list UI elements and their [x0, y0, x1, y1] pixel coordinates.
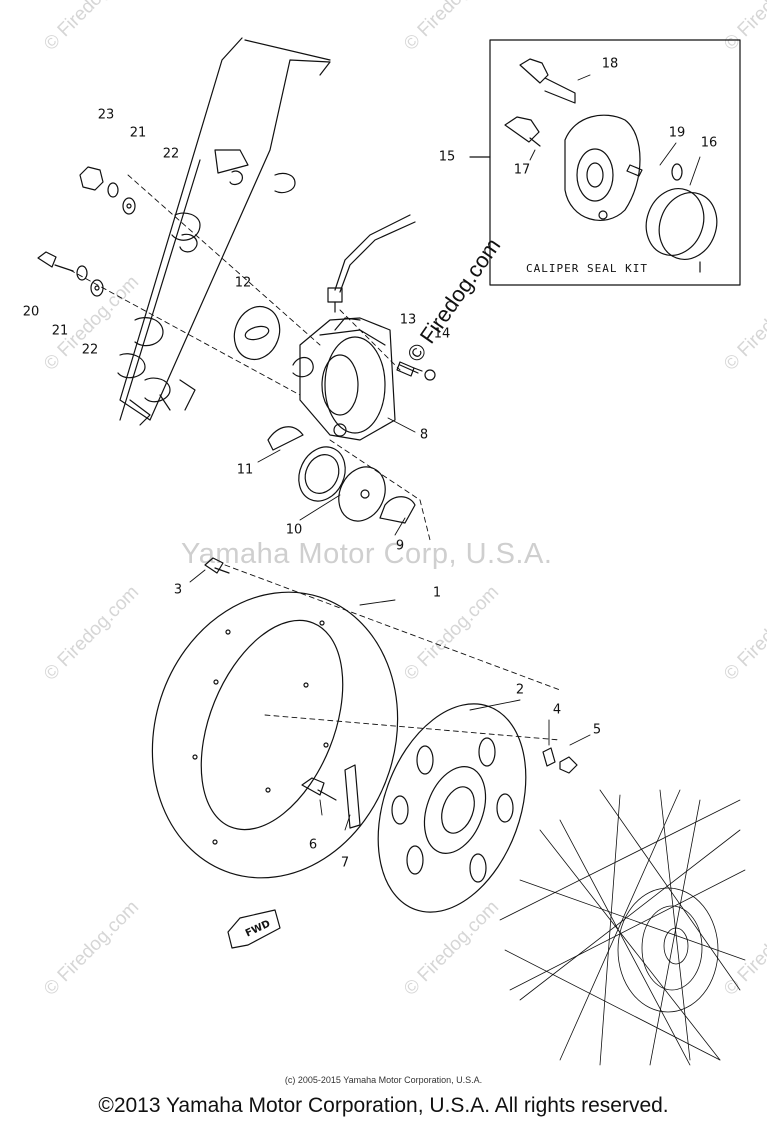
callout-label: 12 — [234, 275, 252, 291]
axle-fasteners — [37, 166, 136, 297]
callout-label: 14 — [433, 326, 451, 342]
copyright-notice: ©2013 Yamaha Motor Corporation, U.S.A. A… — [98, 1094, 669, 1117]
hub-flange — [377, 703, 527, 913]
hub-fasteners — [301, 747, 578, 829]
bleed-screw — [396, 361, 436, 381]
callout-label: 17 — [513, 162, 531, 178]
callout-label: 22 — [81, 342, 99, 358]
callout-label: 1 — [432, 585, 442, 601]
callout-label: 8 — [419, 427, 429, 443]
caliper-nameplate — [233, 305, 281, 361]
brake-disc — [151, 591, 399, 879]
caliper-seal-kit-number: 15 — [438, 149, 456, 165]
callout-leaders — [189, 74, 701, 831]
callout-label: 21 — [51, 323, 69, 339]
caliper-seal-kit-box — [469, 39, 741, 286]
brake-caliper — [292, 317, 419, 441]
callout-label: 20 — [22, 304, 40, 320]
callout-label: 22 — [162, 146, 180, 162]
callout-label: 6 — [308, 837, 318, 853]
callout-label: 10 — [285, 522, 303, 538]
callout-label: 16 — [700, 135, 718, 151]
callout-label: 18 — [601, 56, 619, 72]
callout-label: 3 — [173, 582, 183, 598]
callout-label: 19 — [668, 125, 686, 141]
callout-label: 11 — [236, 462, 254, 478]
callout-label: 21 — [129, 125, 147, 141]
copyright-small: (c) 2005-2015 Yamaha Motor Corporation, … — [284, 1075, 483, 1085]
assembly-leader-lines — [69, 174, 561, 741]
caliper-seal-kit-title: CALIPER SEAL KIT — [526, 262, 648, 275]
callout-label: 4 — [552, 702, 562, 718]
brake-hose — [327, 214, 416, 313]
callout-label: 7 — [340, 855, 350, 871]
callout-label: 2 — [515, 682, 525, 698]
callout-label: 23 — [97, 107, 115, 123]
watermark-center: Yamaha Motor Corp, U.S.A. — [181, 538, 553, 570]
front-fork-tube — [117, 37, 331, 426]
brake-pads — [267, 426, 416, 524]
fwd-arrow — [227, 909, 281, 949]
callout-label: 13 — [399, 312, 417, 328]
callout-label: 5 — [592, 722, 602, 738]
spoked-wheel — [499, 789, 746, 1066]
disc-bolt — [204, 557, 230, 574]
callout-label: 9 — [395, 538, 405, 554]
